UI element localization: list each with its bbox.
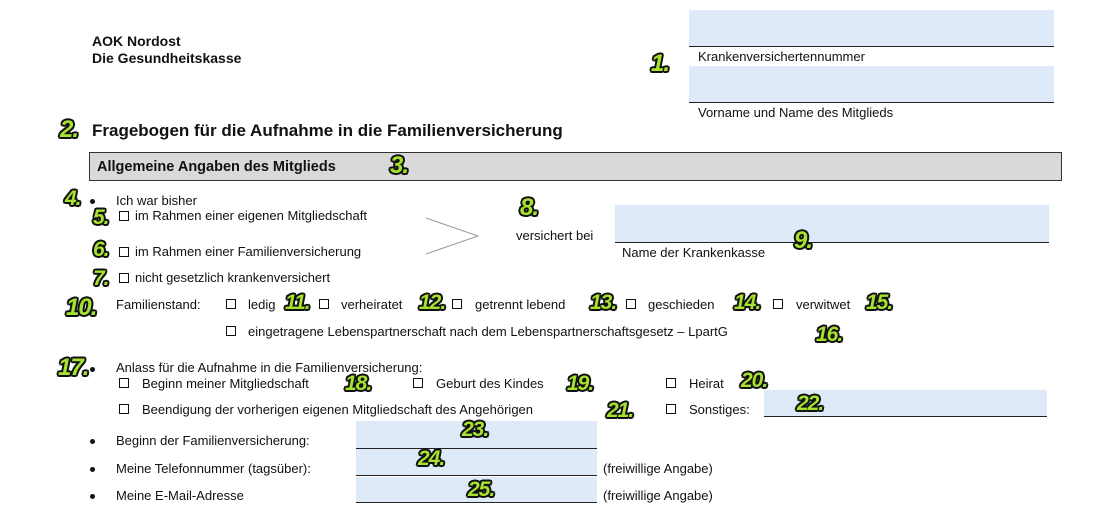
prior-own-membership-label: im Rahmen einer eigenen Mitgliedschaft xyxy=(135,208,367,223)
marital-separated-label: getrennt lebend xyxy=(475,297,566,312)
insurer-name: AOK Nordost Die Gesundheitskasse xyxy=(92,33,241,67)
marital-status-label: Familienstand: xyxy=(116,297,201,312)
marker-4: 4. xyxy=(65,187,81,210)
form-title: Fragebogen für die Aufnahme in die Famil… xyxy=(92,121,563,140)
bracket-connector xyxy=(425,217,480,255)
reason-other-field[interactable] xyxy=(764,390,1047,417)
marker-7: 7. xyxy=(93,267,109,290)
marital-married-label: verheiratet xyxy=(341,297,403,312)
prior-not-insured-label: nicht gesetzlich krankenversichert xyxy=(135,270,331,285)
reason-birth-checkbox[interactable] xyxy=(413,378,423,388)
reason-membership-end-checkbox[interactable] xyxy=(119,404,129,414)
marker-11: 11. xyxy=(285,291,311,314)
marker-3: 3. xyxy=(390,152,409,179)
marker-24: 24. xyxy=(418,447,445,470)
marker-2: 2. xyxy=(60,116,79,143)
reason-marriage-label: Heirat xyxy=(689,376,724,391)
section-title: Allgemeine Angaben des Mitglieds xyxy=(97,159,336,175)
marker-21: 21. xyxy=(607,399,634,422)
phone-optional-note: (freiwillige Angabe) xyxy=(603,461,713,476)
bullet xyxy=(90,467,95,472)
marital-widowed-checkbox[interactable] xyxy=(773,299,783,309)
marital-married-checkbox[interactable] xyxy=(319,299,329,309)
start-date-label: Beginn der Familienversicherung: xyxy=(116,433,310,448)
email-field[interactable] xyxy=(356,477,597,503)
marker-13: 13. xyxy=(590,291,617,314)
insurance-number-label: Krankenversichertennummer xyxy=(698,49,865,64)
marital-widowed-label: verwitwet xyxy=(796,297,851,312)
reason-other-label: Sonstiges: xyxy=(689,402,750,417)
marital-divorced-label: geschieden xyxy=(648,297,715,312)
reason-marriage-checkbox[interactable] xyxy=(666,378,676,388)
bullet xyxy=(90,199,95,204)
bullet xyxy=(90,494,95,499)
prior-own-membership-checkbox[interactable] xyxy=(119,211,129,221)
marker-9: 9. xyxy=(794,227,813,254)
previous-insurer-field[interactable] xyxy=(615,205,1049,243)
bullet xyxy=(90,439,95,444)
email-label: Meine E-Mail-Adresse xyxy=(116,488,244,503)
insured-at-label: versichert bei xyxy=(516,228,594,243)
section-header: Allgemeine Angaben des Mitglieds xyxy=(89,152,1062,181)
bullet xyxy=(90,367,95,372)
marker-23: 23. xyxy=(462,418,489,441)
marital-divorced-checkbox[interactable] xyxy=(626,299,636,309)
insurer-name-label: Name der Krankenkasse xyxy=(622,245,766,260)
marker-19: 19. xyxy=(567,372,594,395)
marital-partnership-checkbox[interactable] xyxy=(226,326,236,336)
prior-status-heading: Ich war bisher xyxy=(116,193,197,208)
reason-heading: Anlass für die Aufnahme in die Familienv… xyxy=(116,360,423,375)
marker-20: 20. xyxy=(741,369,768,392)
marital-single-label: ledig xyxy=(248,297,276,312)
marker-25: 25. xyxy=(468,478,495,501)
marker-12: 12. xyxy=(419,291,446,314)
marker-10: 10. xyxy=(66,294,97,321)
marker-22: 22. xyxy=(797,392,824,415)
marker-5: 5. xyxy=(93,206,109,229)
marital-single-checkbox[interactable] xyxy=(226,299,236,309)
reason-membership-start-checkbox[interactable] xyxy=(119,378,129,388)
reason-membership-start-label: Beginn meiner Mitgliedschaft xyxy=(142,376,309,391)
marker-8: 8. xyxy=(520,194,539,221)
prior-family-insurance-checkbox[interactable] xyxy=(119,247,129,257)
member-name-label: Vorname und Name des Mitglieds xyxy=(698,105,894,120)
insurance-number-field[interactable] xyxy=(689,10,1054,47)
member-name-field[interactable] xyxy=(689,66,1054,103)
marital-partnership-label: eingetragene Lebenspartnerschaft nach de… xyxy=(248,324,728,339)
prior-not-insured-checkbox[interactable] xyxy=(119,273,129,283)
marker-1: 1. xyxy=(651,50,670,77)
reason-membership-end-label: Beendigung der vorherigen eigenen Mitgli… xyxy=(142,402,534,417)
phone-label: Meine Telefonnummer (tagsüber): xyxy=(116,461,311,476)
marital-separated-checkbox[interactable] xyxy=(452,299,462,309)
marker-17: 17. xyxy=(58,354,89,381)
marker-14: 14. xyxy=(734,291,761,314)
prior-family-insurance-label: im Rahmen einer Familienversicherung xyxy=(135,244,362,259)
marker-18: 18. xyxy=(345,372,372,395)
reason-other-checkbox[interactable] xyxy=(666,404,676,414)
email-optional-note: (freiwillige Angabe) xyxy=(603,488,713,503)
insurer-line-1: AOK Nordost xyxy=(92,33,181,49)
start-date-field[interactable] xyxy=(356,421,597,449)
marker-15: 15. xyxy=(866,291,893,314)
reason-birth-label: Geburt des Kindes xyxy=(436,376,544,391)
marker-16: 16. xyxy=(816,323,843,346)
phone-field[interactable] xyxy=(356,449,597,476)
insurer-line-2: Die Gesundheitskasse xyxy=(92,50,242,66)
marker-6: 6. xyxy=(93,238,109,261)
